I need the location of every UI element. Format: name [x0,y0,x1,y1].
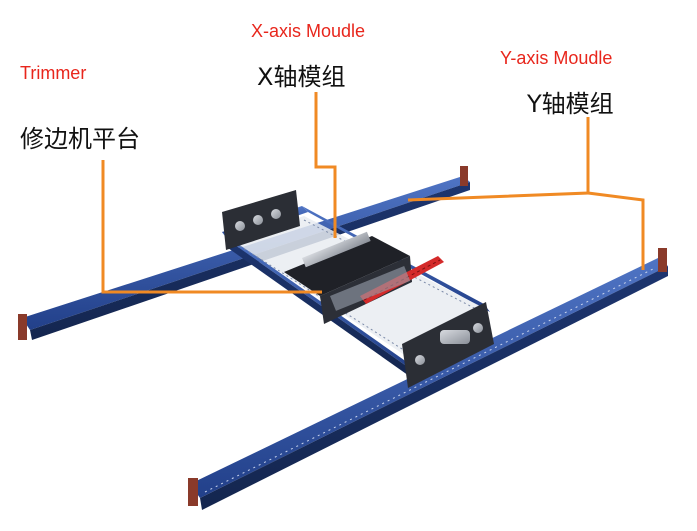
front-y-rail [188,248,668,510]
front-end-plate [402,302,494,388]
y-axis-leader-branch [587,191,645,270]
trimmer-carriage [284,231,444,324]
x-axis-label-zh: X轴模组 [257,63,346,91]
back-end-plate [222,190,300,250]
leader-lines [101,92,645,294]
y-axis-label-zh: Y轴模组 [527,90,614,118]
trimmer-label-zh: 修边机平台 [20,125,140,153]
trimmer-leader [101,160,322,294]
y-axis-label-en: Y-axis Moudle [500,48,613,68]
trimmer-label-en: Trimmer [20,63,87,83]
x-axis-label-en: X-axis Moudle [251,21,366,41]
x-axis-leader [314,92,337,238]
